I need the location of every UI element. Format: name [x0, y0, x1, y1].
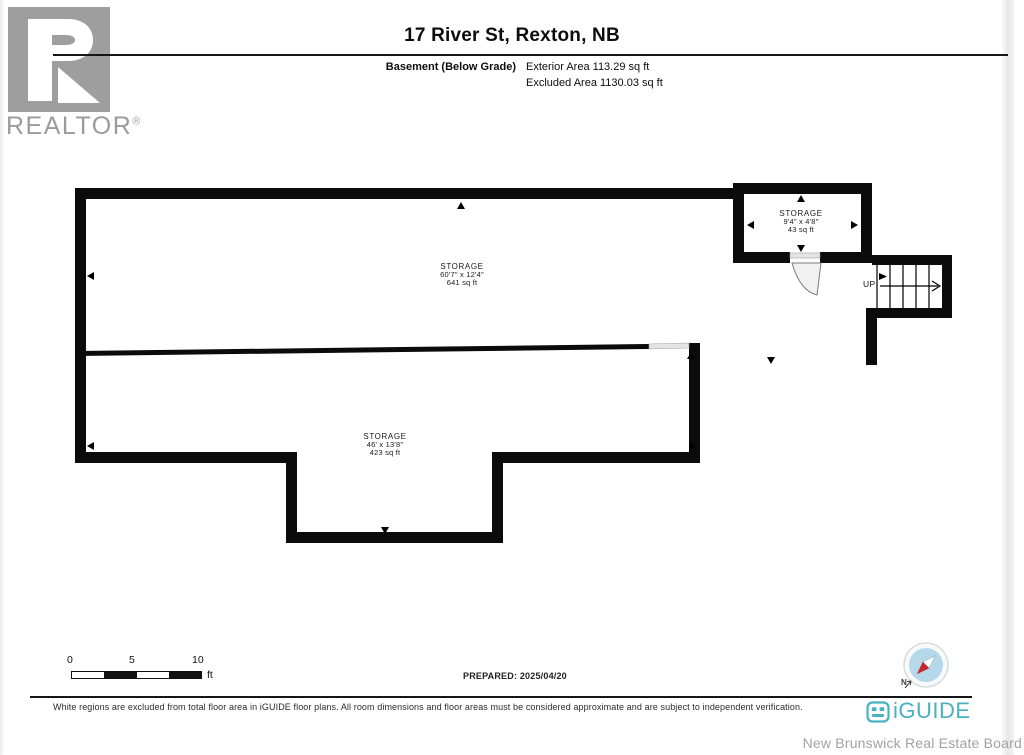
scale-segment	[136, 672, 169, 678]
scale-segment	[72, 672, 105, 678]
compass-north-label: N	[901, 678, 907, 687]
floor-label: Basement (Below Grade)	[385, 61, 516, 73]
iguide-logo-icon	[866, 701, 890, 723]
page-left-edge	[0, 0, 5, 755]
exterior-area-value: Exterior Area 113.29 sq ft	[526, 61, 650, 73]
walls	[75, 183, 952, 543]
room-dimensions: 46' x 13'8"	[366, 440, 404, 449]
room-dimensions: 9'4" x 4'8"	[783, 217, 819, 226]
stairs-icon	[876, 265, 942, 308]
registered-mark: ®	[132, 115, 142, 128]
scale-tick-10: 10	[192, 654, 204, 666]
room-name: STORAGE	[779, 209, 823, 218]
scale-segment	[168, 672, 201, 678]
stairs-up-label: UP	[863, 279, 876, 289]
scale-tick-0: 0	[67, 654, 73, 666]
realtor-logo-icon	[8, 7, 110, 112]
footer-divider	[30, 696, 972, 698]
excluded-area-value: Excluded Area 1130.03 sq ft	[526, 77, 663, 89]
room-area: 641 sq ft	[446, 278, 478, 287]
room-name: STORAGE	[363, 432, 407, 441]
disclaimer-text: White regions are excluded from total fl…	[53, 702, 803, 712]
board-name: New Brunswick Real Estate Board	[802, 735, 1022, 751]
scale-segment	[104, 672, 137, 678]
room-label-storage-small: STORAGE 9'4" x 4'8" 43 sq ft	[731, 210, 871, 234]
realtor-logo-text: REALTOR®	[6, 112, 142, 140]
realtor-r-glyph	[28, 19, 100, 103]
wall-opening	[648, 342, 690, 350]
room-area: 43 sq ft	[787, 225, 815, 234]
scale-tick-5: 5	[129, 654, 135, 666]
divider-wall	[75, 344, 649, 356]
room-dimensions: 60'7" x 12'4"	[440, 270, 484, 279]
page-right-edge	[1001, 0, 1014, 755]
header-divider	[53, 54, 1008, 56]
scale-bar	[71, 671, 202, 679]
room-label-storage-main: STORAGE 60'7" x 12'4" 641 sq ft	[392, 263, 532, 287]
door-swing-icon	[791, 262, 822, 296]
compass-icon	[903, 642, 949, 689]
dimension-arrows	[87, 195, 887, 534]
door-opening	[789, 252, 821, 259]
room-label-storage-lower: STORAGE 46' x 13'8" 423 sq ft	[315, 433, 455, 457]
iguide-logo-text: iGUIDE	[893, 698, 971, 723]
prepared-date: PREPARED: 2025/04/20	[463, 671, 567, 681]
page-title: 17 River St, Rexton, NB	[404, 25, 620, 46]
scale-unit-label: ft	[207, 669, 213, 681]
room-name: STORAGE	[440, 262, 484, 271]
room-area: 423 sq ft	[369, 448, 401, 457]
